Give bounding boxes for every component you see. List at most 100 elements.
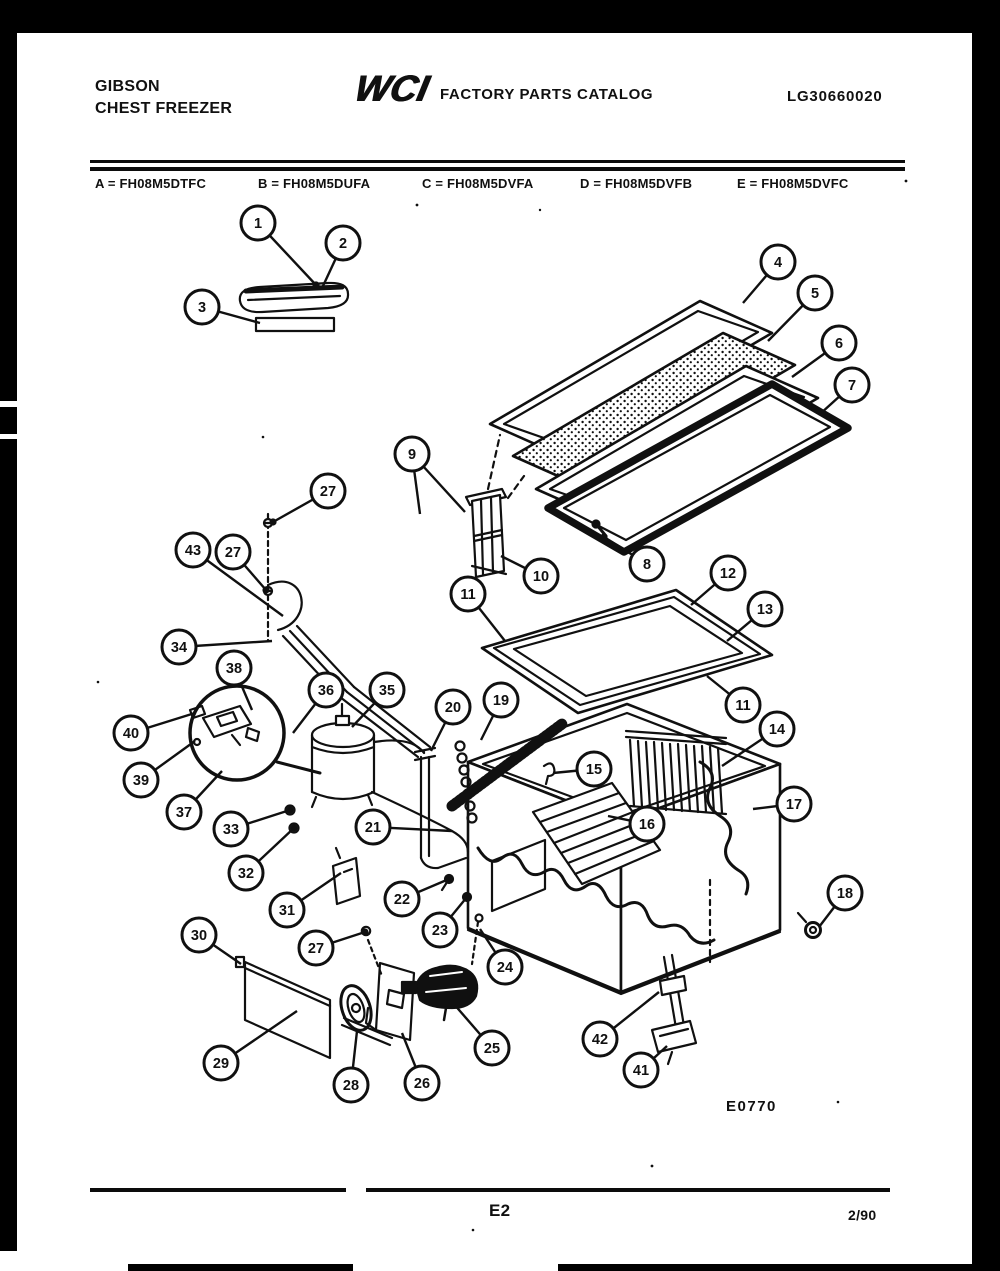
callout-circle-34 (160, 628, 198, 666)
callout-number-29: 29 (213, 1056, 229, 1072)
callout-circle-17 (775, 785, 813, 823)
wiring-harness (476, 846, 716, 945)
callout-circle-18 (826, 874, 864, 912)
callout-number-11: 11 (460, 587, 475, 603)
lid-gasket-inner (562, 393, 832, 542)
evaporator-grid (531, 781, 662, 886)
callout-number-23: 23 (432, 923, 448, 939)
callout-circle-33 (212, 810, 250, 848)
model-b: B = FH08M5DUFA (258, 176, 371, 191)
callout-number-28: 28 (343, 1078, 359, 1094)
model-e: E = FH08M5DVFC (737, 176, 849, 191)
callout-number-15: 15 (586, 762, 602, 778)
callout-circle-20 (434, 688, 472, 726)
callout-circle-16 (628, 805, 666, 843)
callout-number-14: 14 (769, 722, 785, 738)
callout-number-7: 7 (848, 378, 856, 394)
callout-number-21: 21 (365, 820, 381, 836)
leader-end-dot (269, 518, 277, 526)
model-c: C = FH08M5DVFA (422, 176, 534, 191)
lid-trim-assembly (238, 281, 350, 333)
callout-number-13: 13 (757, 602, 773, 618)
callout-circle-31 (268, 891, 306, 929)
callout-number-24: 24 (497, 960, 513, 976)
access-panel (234, 955, 332, 1060)
leader-end-dot (600, 533, 608, 541)
fan-bracket (364, 961, 416, 1042)
lid-gasket (544, 380, 852, 556)
inner-lid-frame (480, 588, 774, 715)
callout-circle-36 (307, 671, 345, 709)
page-number: E2 (489, 1201, 511, 1220)
callout-circle-39 (122, 761, 160, 799)
callout-circle-9 (393, 435, 431, 473)
callout-circle-2 (324, 224, 362, 262)
callout-number-34: 34 (171, 640, 187, 656)
scan-mark-top (0, 0, 1000, 33)
callout-number-31: 31 (279, 903, 295, 919)
condenser-coil-loops (454, 740, 478, 824)
capillary-coil (266, 580, 303, 632)
lid-layer-stack (488, 299, 852, 556)
callout-number-30: 30 (191, 928, 207, 944)
callout-number-20: 20 (445, 700, 461, 716)
callout-circle-19 (482, 681, 520, 719)
callout-number-35: 35 (379, 683, 395, 699)
callout-circle-40 (112, 714, 150, 752)
footer-rule (90, 1188, 346, 1192)
callout-number-26: 26 (414, 1076, 430, 1092)
callout-circle-23 (421, 911, 459, 949)
tube-clip (542, 762, 556, 786)
callout-number-1: 1 (254, 216, 262, 232)
scan-specks (96, 179, 908, 1232)
callout-number-17: 17 (786, 797, 802, 813)
callout-circle-24 (486, 948, 524, 986)
callout-number-36: 36 (318, 683, 334, 699)
callout-number-42: 42 (592, 1032, 608, 1048)
footer-rule (366, 1188, 890, 1192)
callout-circle-27 (309, 472, 347, 510)
brand-product-line: CHEST FREEZER (95, 100, 233, 117)
callout-circle-3 (183, 288, 221, 326)
callout-number-43: 43 (185, 543, 201, 559)
callout-circle-27 (297, 929, 335, 967)
revision-date: 2/90 (848, 1207, 877, 1223)
scan-notch (0, 401, 17, 407)
callout-bubbles: 1234567891011121311141516171819202122232… (112, 204, 871, 1104)
figure-code: E0770 (726, 1098, 777, 1115)
callout-circle-7 (833, 366, 871, 404)
screw (474, 913, 484, 923)
callout-number-10: 10 (533, 569, 549, 585)
callout-circle-41 (622, 1051, 660, 1089)
callout-circle-28 (332, 1066, 370, 1104)
callout-number-22: 22 (394, 892, 410, 908)
callout-number-38: 38 (226, 661, 242, 677)
callout-circle-21 (354, 808, 392, 846)
callout-leader-43 (192, 549, 284, 617)
callout-circle-22 (383, 880, 421, 918)
leader-end-dot (286, 806, 294, 814)
callout-number-5: 5 (811, 286, 819, 302)
callout-circle-32 (227, 854, 265, 892)
callout-circle-43 (174, 531, 212, 569)
callout-number-6: 6 (835, 336, 843, 352)
compressor (310, 702, 376, 809)
leader-end-dot (463, 893, 471, 901)
hinge-assembly (464, 433, 608, 579)
scan-mark-right (972, 30, 1000, 1271)
callout-number-18: 18 (837, 886, 853, 902)
thermostat-detail-circle (188, 684, 322, 782)
callout-circle-35 (368, 671, 406, 709)
callout-number-3: 3 (198, 300, 206, 316)
scan-notch (0, 434, 17, 439)
header-rule (90, 167, 905, 171)
callout-circle-38 (215, 649, 253, 687)
callout-circle-30 (180, 916, 218, 954)
callout-number-41: 41 (633, 1063, 649, 1079)
refrigerant-tube (698, 760, 750, 896)
brand-name: GIBSON (95, 78, 160, 95)
callout-number-37: 37 (176, 805, 192, 821)
callout-circle-15 (575, 750, 613, 788)
foot-grommet (796, 911, 822, 939)
